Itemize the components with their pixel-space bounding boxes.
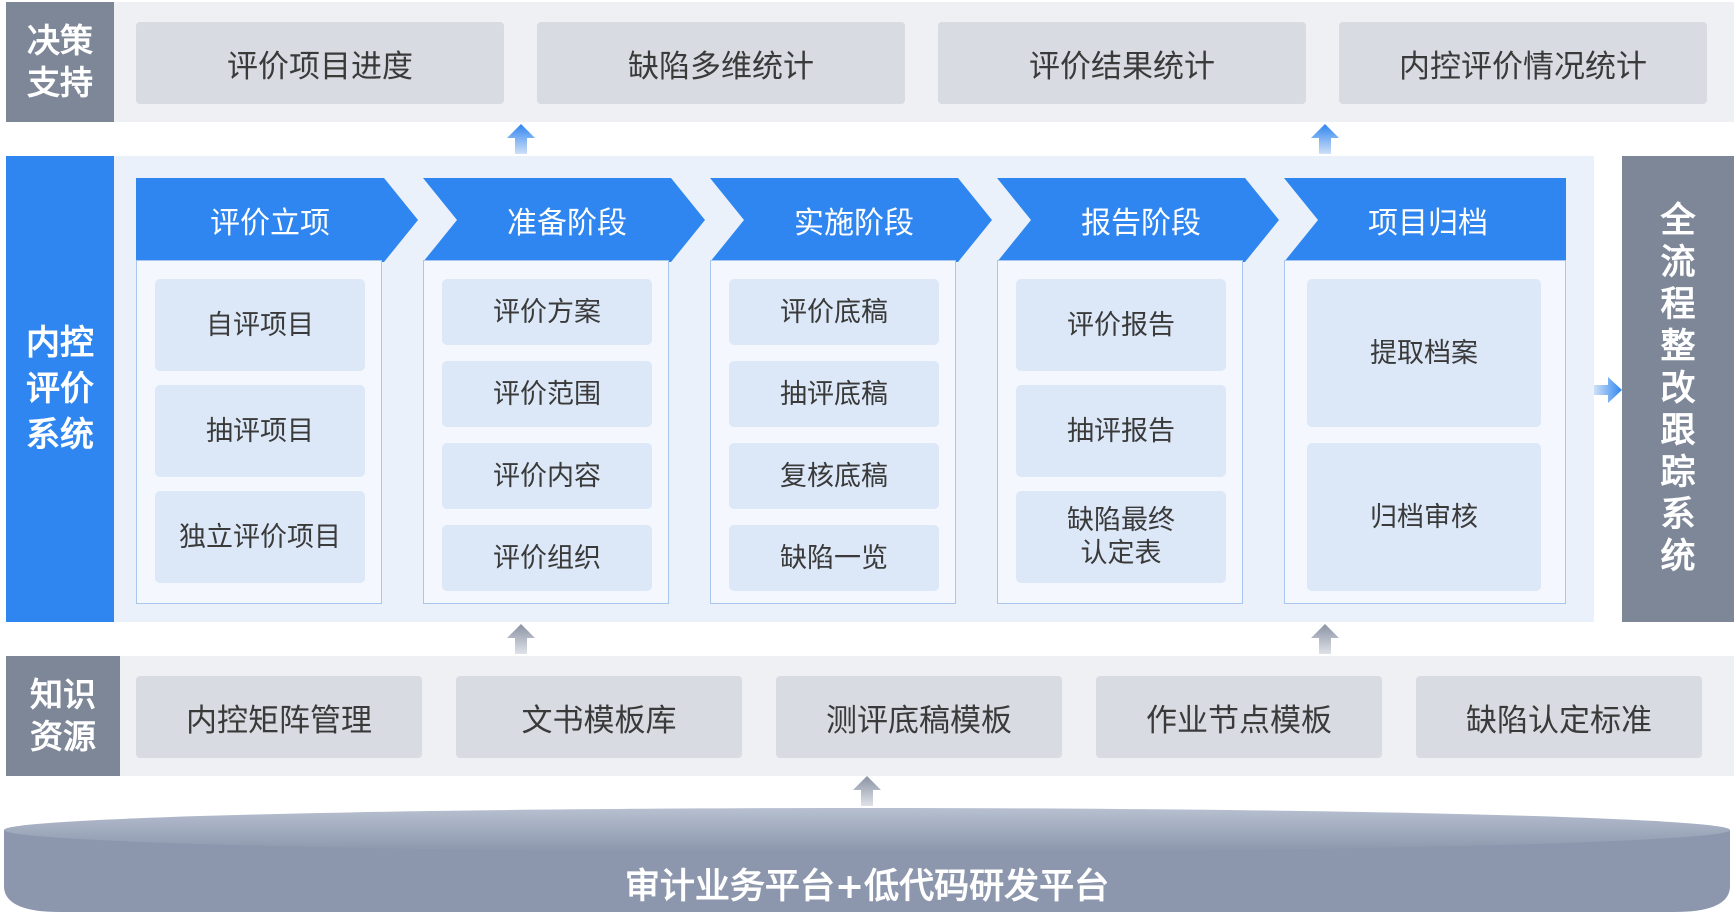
stage-header: 准备阶段 xyxy=(423,178,705,262)
decision-item-result-statistics: 评价结果统计 xyxy=(938,22,1306,104)
stage-item: 评价方案 xyxy=(442,279,652,345)
stage-project-initiation: 评价立项 自评项目 抽评项目 独立评价项目 xyxy=(136,178,418,604)
knowledge-item-document-templates: 文书模板库 xyxy=(456,676,742,758)
stage-item: 缺陷最终 认定表 xyxy=(1016,491,1226,583)
knowledge-resources-label: 知识 资源 xyxy=(6,656,120,776)
stage-item: 复核底稿 xyxy=(729,443,939,509)
decision-support-label: 决策 支持 xyxy=(6,2,114,122)
stage-body: 评价底稿 抽评底稿 复核底稿 缺陷一览 xyxy=(710,260,956,604)
stage-archive: 项目归档 提取档案 归档审核 xyxy=(1284,178,1566,604)
stage-title: 准备阶段 xyxy=(507,206,627,241)
stage-item: 评价范围 xyxy=(442,361,652,427)
stage-item: 评价报告 xyxy=(1016,279,1226,371)
stage-item: 缺陷一览 xyxy=(729,525,939,591)
up-arrow-icon xyxy=(1311,624,1339,654)
stage-implementation: 实施阶段 评价底稿 抽评底稿 复核底稿 缺陷一览 xyxy=(710,178,992,604)
stage-preparation: 准备阶段 评价方案 评价范围 评价内容 评价组织 xyxy=(423,178,705,604)
stage-body: 自评项目 抽评项目 独立评价项目 xyxy=(136,260,382,604)
stage-item: 评价底稿 xyxy=(729,279,939,345)
knowledge-item-node-templates: 作业节点模板 xyxy=(1096,676,1382,758)
knowledge-item-control-matrix: 内控矩阵管理 xyxy=(136,676,422,758)
stage-item: 抽评项目 xyxy=(155,385,365,477)
stage-item: 抽评报告 xyxy=(1016,385,1226,477)
stage-item: 评价组织 xyxy=(442,525,652,591)
rectification-tracking-label: 全流程整改跟踪系统 xyxy=(1660,201,1696,577)
knowledge-item-defect-standards: 缺陷认定标准 xyxy=(1416,676,1702,758)
right-arrow-icon xyxy=(1594,377,1622,403)
up-arrow-icon xyxy=(1311,124,1339,154)
up-arrow-icon xyxy=(507,624,535,654)
stage-item: 独立评价项目 xyxy=(155,491,365,583)
stage-item: 评价内容 xyxy=(442,443,652,509)
stage-header: 报告阶段 xyxy=(997,178,1279,262)
up-arrow-icon xyxy=(507,124,535,154)
rectification-tracking-system: 全流程整改跟踪系统 xyxy=(1622,156,1734,622)
knowledge-item-worksheet-templates: 测评底稿模板 xyxy=(776,676,1062,758)
stage-item: 归档审核 xyxy=(1307,443,1541,591)
main-system-label: 内控 评价 系统 xyxy=(6,156,114,622)
stage-item: 自评项目 xyxy=(155,279,365,371)
decision-item-defect-statistics: 缺陷多维统计 xyxy=(537,22,905,104)
stage-report: 报告阶段 评价报告 抽评报告 缺陷最终 认定表 xyxy=(997,178,1279,604)
decision-item-control-statistics: 内控评价情况统计 xyxy=(1339,22,1707,104)
stage-item: 抽评底稿 xyxy=(729,361,939,427)
stage-title: 报告阶段 xyxy=(1081,206,1201,241)
up-arrow-icon xyxy=(853,776,881,806)
platform-label: 审计业务平台+低代码研发平台 xyxy=(624,866,1110,907)
stage-header: 实施阶段 xyxy=(710,178,992,262)
decision-item-evaluation-progress: 评价项目进度 xyxy=(136,22,504,104)
stage-title: 实施阶段 xyxy=(794,206,914,241)
stage-body: 评价报告 抽评报告 缺陷最终 认定表 xyxy=(997,260,1243,604)
stage-body: 评价方案 评价范围 评价内容 评价组织 xyxy=(423,260,669,604)
stage-item: 提取档案 xyxy=(1307,279,1541,427)
stage-title: 项目归档 xyxy=(1368,206,1488,241)
stage-title: 评价立项 xyxy=(210,206,330,241)
stage-body: 提取档案 归档审核 xyxy=(1284,260,1566,604)
stage-header: 评价立项 xyxy=(136,178,418,262)
stage-header: 项目归档 xyxy=(1284,178,1566,262)
platform-base xyxy=(4,808,1730,912)
